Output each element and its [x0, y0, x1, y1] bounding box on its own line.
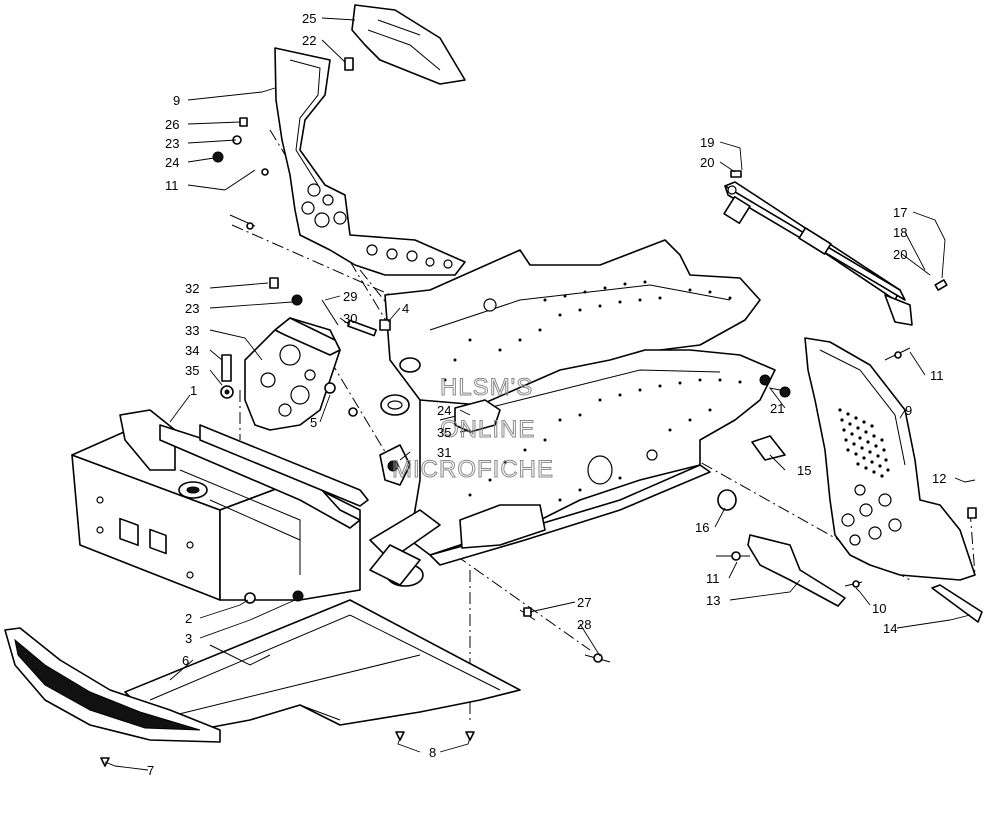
callout-21: 21 — [770, 401, 784, 416]
callout-5: 5 — [310, 415, 317, 430]
callout-23-mid: 23 — [185, 301, 199, 316]
callout-labels: 25 22 9 26 23 24 11 32 23 29 30 4 33 34 … — [147, 11, 946, 778]
callout-19: 19 — [700, 135, 714, 150]
callout-12: 12 — [932, 471, 946, 486]
callout-27: 27 — [577, 595, 591, 610]
callout-15: 15 — [797, 463, 811, 478]
callout-30: 30 — [343, 311, 357, 326]
small-brackets — [379, 399, 983, 623]
callout-13: 13 — [706, 593, 720, 608]
watermark-line-1: HLSM'S — [440, 374, 533, 401]
callout-16: 16 — [695, 520, 709, 535]
callout-9-upper: 9 — [173, 93, 180, 108]
front-side-bracket — [804, 337, 976, 581]
callout-33: 33 — [185, 323, 199, 338]
callout-8: 8 — [429, 745, 436, 760]
callout-24-upper: 24 — [165, 155, 179, 170]
callout-1: 1 — [190, 383, 197, 398]
perforation-pattern — [838, 408, 890, 478]
callout-9-right: 9 — [905, 403, 912, 418]
callout-23-upper: 23 — [165, 136, 179, 151]
rivet-pattern — [443, 280, 742, 502]
callout-18: 18 — [893, 225, 907, 240]
callout-4: 4 — [402, 301, 409, 316]
motor-mount-bracket — [244, 317, 341, 431]
callout-35-right: 35 — [437, 425, 451, 440]
callout-20-right: 20 — [893, 247, 907, 262]
callout-29: 29 — [343, 289, 357, 304]
callout-7: 7 — [147, 763, 154, 778]
callout-35-left: 35 — [185, 363, 199, 378]
callout-22: 22 — [302, 33, 316, 48]
callout-34: 34 — [185, 343, 199, 358]
callout-10: 10 — [872, 601, 886, 616]
callout-31: 31 — [437, 445, 451, 460]
front-bumper — [4, 627, 221, 743]
front-frame-box — [71, 409, 369, 601]
steering-support-bracket — [274, 47, 466, 276]
watermark: HLSM'S ONLINE MICROFICHE — [392, 374, 554, 484]
callout-26: 26 — [165, 117, 179, 132]
callout-3: 3 — [185, 631, 192, 646]
callout-11-upper: 11 — [165, 178, 179, 193]
callout-2: 2 — [185, 611, 192, 626]
callout-11-lower: 11 — [706, 571, 720, 586]
watermark-line-2: ONLINE — [440, 416, 535, 443]
upper-mount-bracket — [351, 4, 466, 85]
callout-14: 14 — [883, 621, 897, 636]
callout-17: 17 — [893, 205, 907, 220]
callout-6: 6 — [182, 653, 189, 668]
watermark-line-3: MICROFICHE — [392, 456, 554, 483]
callout-20-left: 20 — [700, 155, 714, 170]
leader-lines — [104, 17, 976, 771]
callout-24-right: 24 — [437, 403, 451, 418]
cross-tubes — [369, 357, 441, 587]
steering-post — [723, 181, 913, 326]
callout-11-right: 11 — [930, 368, 944, 383]
callout-32: 32 — [185, 281, 199, 296]
callout-28: 28 — [577, 617, 591, 632]
callout-25: 25 — [302, 11, 316, 26]
fasteners — [100, 57, 977, 767]
